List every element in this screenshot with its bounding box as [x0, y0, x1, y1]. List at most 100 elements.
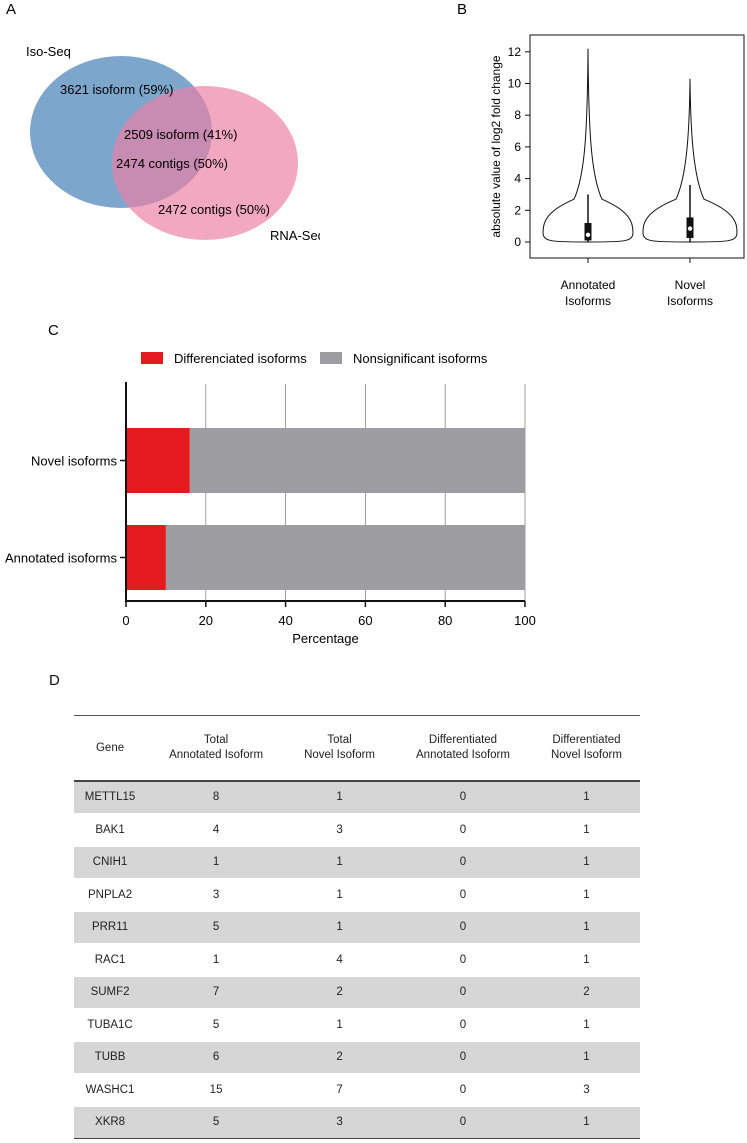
header-text: Annotated Isoform — [416, 749, 510, 761]
bar-segment — [126, 525, 166, 590]
count-cell: 0 — [393, 813, 533, 847]
bar-segment — [126, 428, 190, 493]
table-header-cell: Gene — [74, 715, 147, 782]
count-cell: 1 — [532, 813, 640, 847]
count-cell: 1 — [532, 878, 640, 912]
count-cell: 5 — [146, 1008, 287, 1042]
header-text: Differentiated — [428, 734, 498, 746]
panel-label-b: B — [457, 1, 467, 18]
count-cell: 3 — [286, 813, 394, 847]
y-tick-label: 0 — [514, 235, 521, 249]
count-cell: 1 — [286, 911, 394, 945]
header-text: Differentiated — [552, 734, 621, 746]
y-tick-label: 4 — [514, 172, 521, 186]
gene-cell: BAK1 — [74, 813, 147, 847]
rna-seq-label: RNA-Seq — [270, 228, 320, 243]
count-cell: 1 — [532, 781, 640, 815]
y-axis-label: absolute value of log2 fold change — [489, 55, 503, 237]
x-tick-label: 0 — [122, 613, 129, 628]
count-cell: 3 — [532, 1073, 640, 1107]
x-tick-label: 100 — [514, 613, 536, 628]
x-tick-label: 80 — [438, 613, 452, 628]
violin-iqr-box — [584, 222, 592, 241]
y-tick-label: 2 — [514, 203, 521, 217]
header-text: Novel Isoform — [551, 749, 622, 761]
gene-cell: SUMF2 — [74, 976, 147, 1010]
count-cell: 15 — [146, 1073, 287, 1107]
count-cell: 2 — [286, 976, 394, 1010]
y-category-label: Annotated isoforms — [5, 551, 118, 566]
count-cell: 8 — [146, 781, 287, 815]
gene-cell: METTL15 — [74, 781, 147, 815]
count-cell: 0 — [393, 976, 533, 1010]
panel-label-d: D — [49, 672, 60, 689]
count-cell: 7 — [286, 1073, 394, 1107]
count-cell: 1 — [286, 846, 394, 880]
count-cell: 0 — [393, 943, 533, 977]
x-category-label: Novel — [675, 278, 706, 292]
gene-cell: TUBA1C — [74, 1008, 147, 1042]
y-tick-label: 10 — [508, 77, 522, 91]
count-cell: 1 — [286, 1008, 394, 1042]
count-cell: 0 — [393, 911, 533, 945]
count-cell: 0 — [393, 1041, 533, 1075]
legend-swatch — [141, 352, 163, 364]
count-cell: 0 — [393, 846, 533, 880]
count-cell: 0 — [393, 781, 533, 815]
count-cell: 0 — [393, 1106, 533, 1139]
count-cell: 5 — [146, 1106, 287, 1139]
count-cell: 3 — [146, 878, 287, 912]
violin-median — [687, 226, 693, 231]
header-text: Total — [203, 734, 229, 746]
count-cell: 0 — [393, 878, 533, 912]
count-cell: 0 — [393, 1073, 533, 1107]
header-text: Novel Isoform — [304, 749, 375, 761]
venn-diagram: A Iso-Seq RNA-Seq 3621 isoform (59%) 250… — [6, 1, 320, 243]
rna-only-count: 2472 contigs (50%) — [158, 202, 270, 217]
iso-only-count: 3621 isoform (59%) — [60, 82, 173, 97]
y-category-label: Novel isoforms — [31, 454, 117, 469]
count-cell: 1 — [532, 1041, 640, 1075]
count-cell: 1 — [532, 1106, 640, 1139]
count-cell: 1 — [532, 911, 640, 945]
bar-segment — [165, 525, 525, 590]
gene-cell: WASHC1 — [74, 1073, 147, 1107]
y-tick-label: 8 — [514, 108, 521, 122]
legend-swatch — [320, 352, 342, 364]
violin-median — [585, 232, 591, 238]
gene-cell: XKR8 — [74, 1106, 147, 1139]
count-cell: 1 — [286, 781, 394, 815]
x-tick-label: 60 — [358, 613, 372, 628]
x-tick-label: 40 — [278, 613, 292, 628]
count-cell: 1 — [532, 1008, 640, 1042]
gene-cell: TUBB — [74, 1041, 147, 1075]
count-cell: 1 — [146, 943, 287, 977]
count-cell: 5 — [146, 911, 287, 945]
count-cell: 4 — [146, 813, 287, 847]
count-cell: 1 — [146, 846, 287, 880]
count-cell: 2 — [286, 1041, 394, 1075]
x-category-label: Isoforms — [667, 294, 713, 308]
count-cell: 0 — [393, 1008, 533, 1042]
bar-segment — [189, 428, 525, 493]
count-cell: 6 — [146, 1041, 287, 1075]
overlap-contigs-count: 2474 contigs (50%) — [116, 156, 228, 171]
overlap-isoform-count: 2509 isoform (41%) — [124, 127, 237, 142]
count-cell: 1 — [532, 846, 640, 880]
header-text: Annotated Isoform — [169, 749, 264, 761]
gene-cell: PNPLA2 — [74, 878, 147, 912]
gene-cell: PRR11 — [74, 911, 147, 945]
